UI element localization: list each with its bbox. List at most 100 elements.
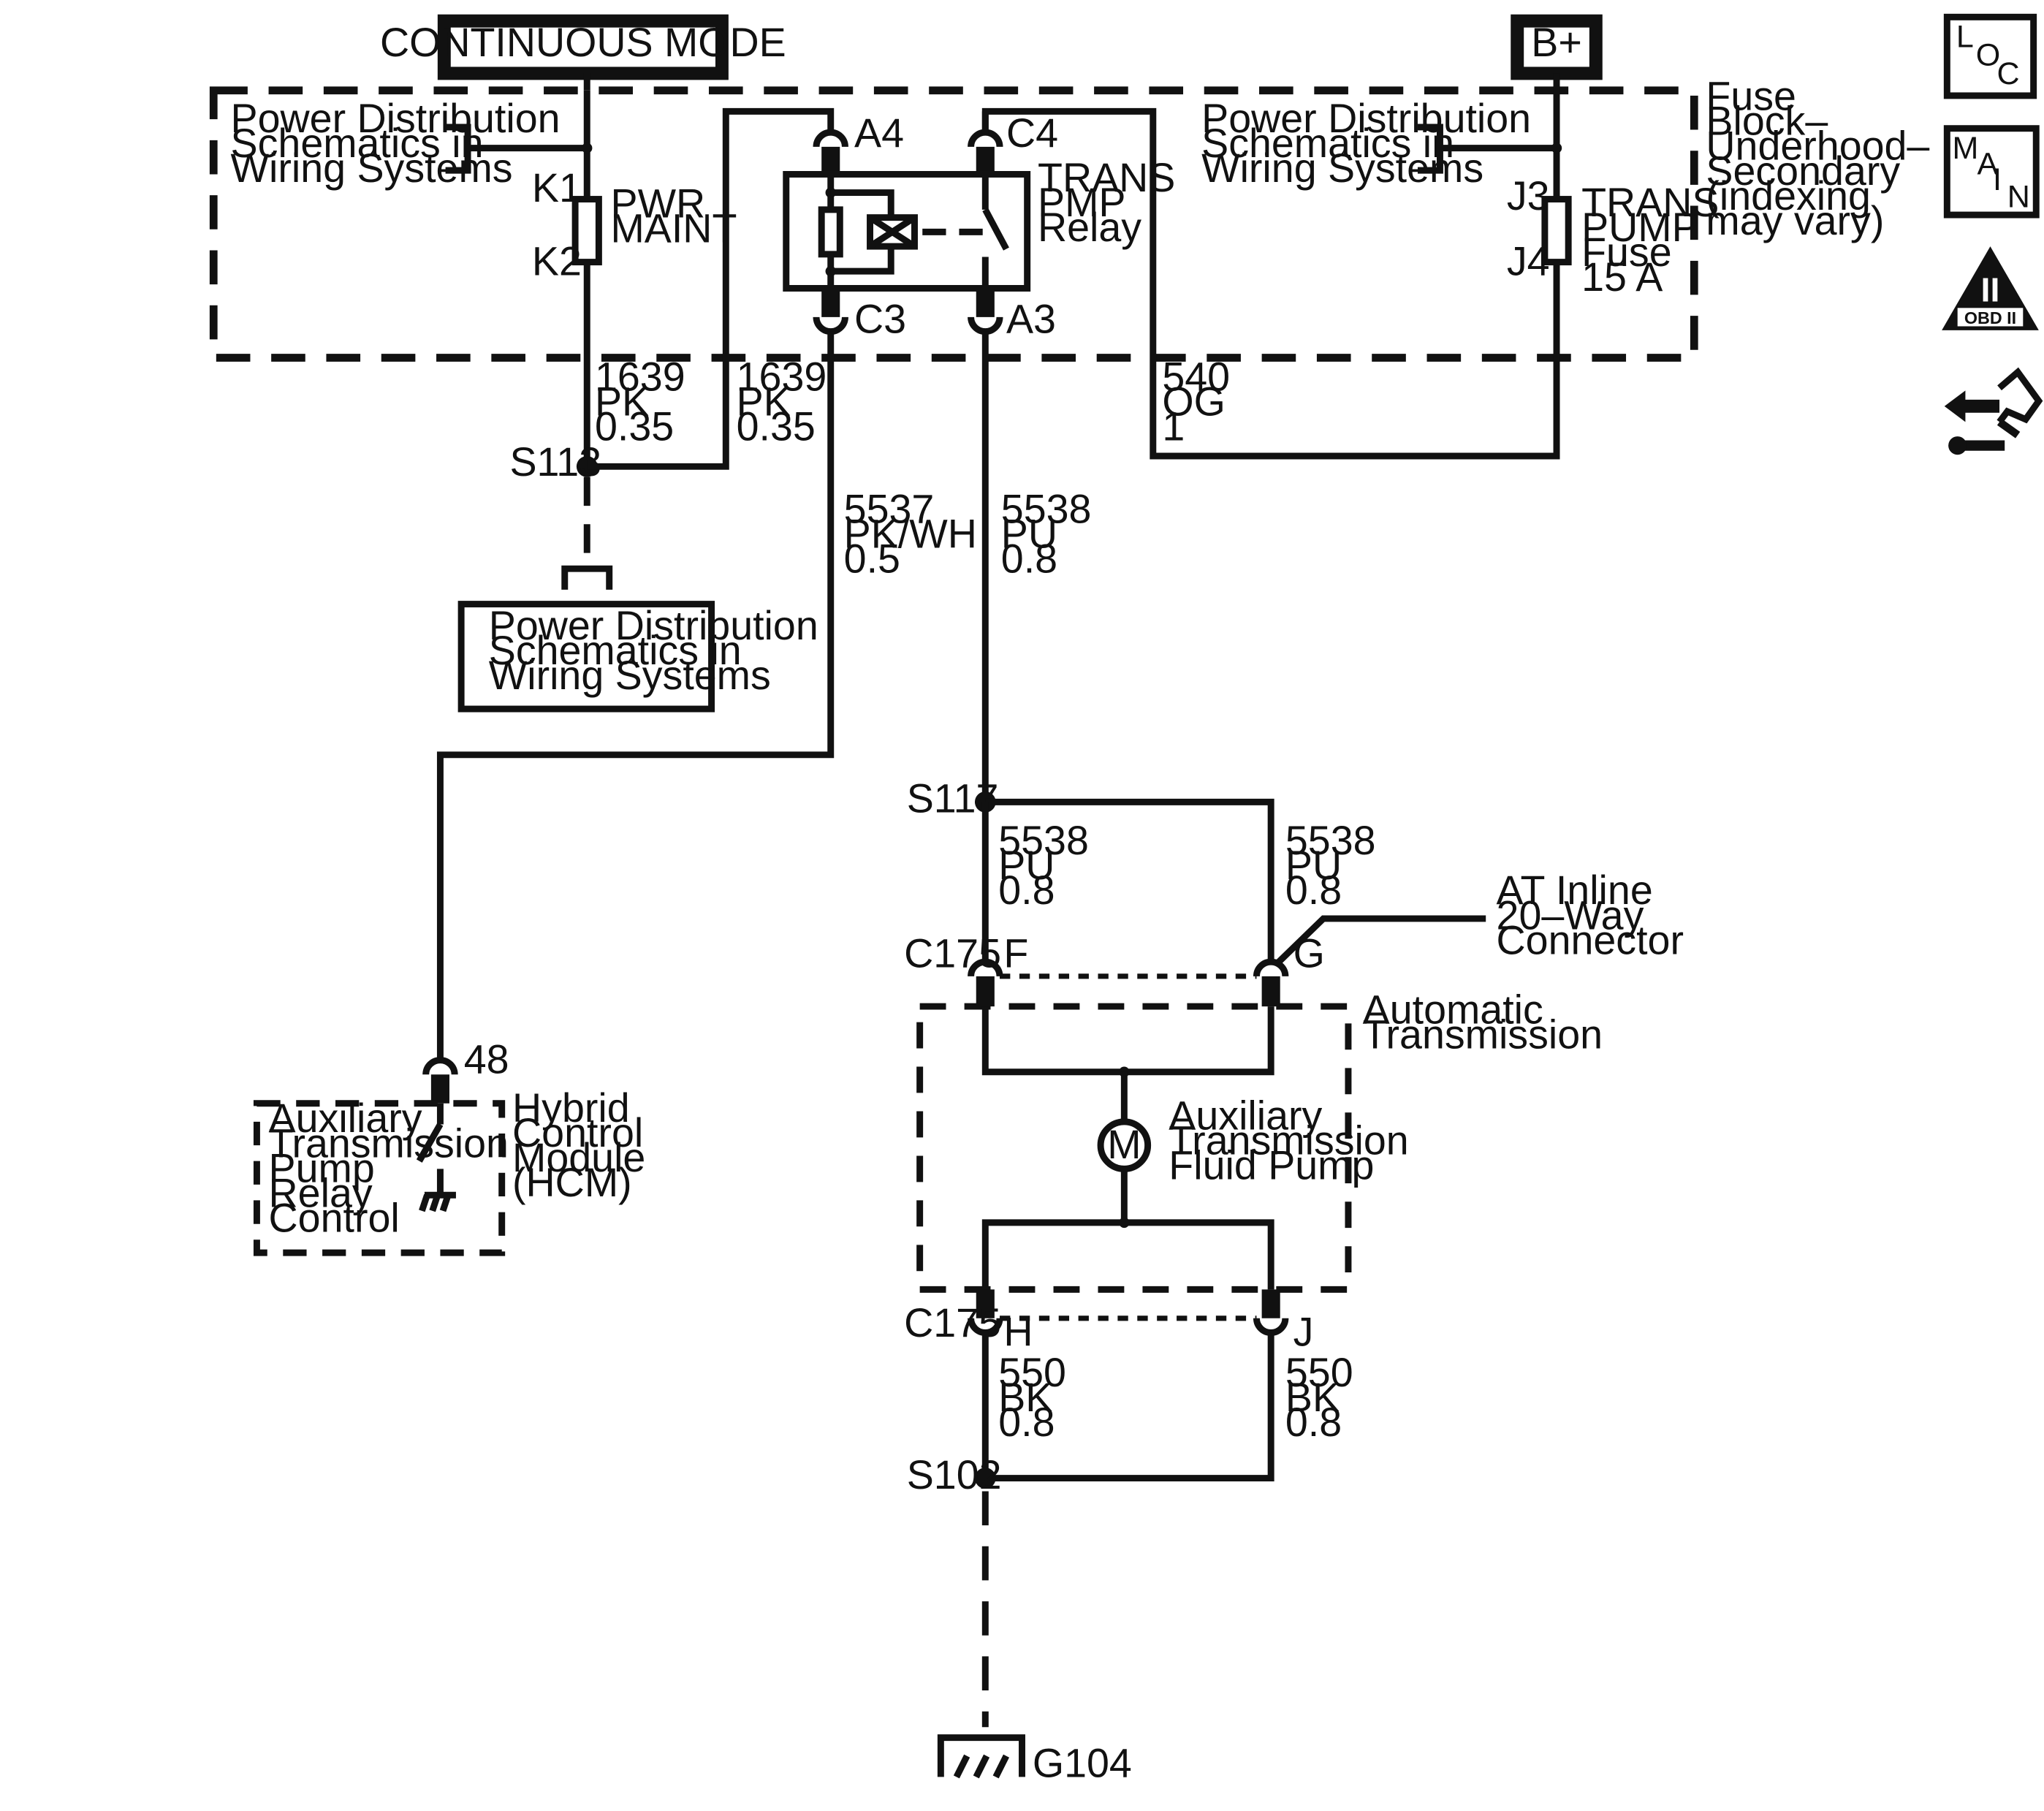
splice-s102[interactable]: S102 bbox=[907, 1452, 1002, 1497]
motor-symbol: M bbox=[1107, 1122, 1141, 1167]
fuse-label-line: 15 A bbox=[1581, 254, 1663, 300]
hybrid-control-module: 48 Auxiliary Transmission Pump Relay Con… bbox=[253, 1037, 645, 1256]
wire-5538-right-label: 5538 PU 0.8 bbox=[1285, 818, 1376, 913]
splice-s113[interactable]: S113 bbox=[509, 439, 601, 485]
svg-text:550: 550 bbox=[1285, 1350, 1353, 1395]
svg-text:550: 550 bbox=[998, 1350, 1066, 1395]
ref-line: Power Distribution bbox=[489, 603, 818, 648]
hcm-inner-label-line: Auxiliary bbox=[269, 1096, 422, 1141]
svg-text:1639: 1639 bbox=[737, 354, 827, 399]
connector-repair-icon[interactable] bbox=[1944, 367, 2043, 455]
fuse-block-outline bbox=[209, 86, 1698, 362]
ground-g104: G104 bbox=[937, 1734, 1132, 1785]
trans-pmp-relay: A4 C4 C3 A3 TRANS PMP Relay bbox=[783, 110, 1175, 341]
connector-c175-bottom[interactable]: C175 H J bbox=[904, 1289, 1313, 1354]
obd-ii-icon[interactable]: II OBD II bbox=[1942, 246, 2039, 330]
connector-c175-top[interactable]: C175 F G bbox=[904, 930, 1325, 1007]
auxiliary-pump-motor: M bbox=[1097, 1118, 1152, 1172]
trans-pump-fuse: J3 J4 TRANS PUMP Fuse 15 A bbox=[1507, 173, 1720, 300]
svg-text:A: A bbox=[1977, 146, 1999, 181]
ref-line: Schematics in bbox=[1201, 121, 1454, 166]
svg-text:PU: PU bbox=[1285, 843, 1342, 888]
fuse-label-line: PUMP bbox=[1581, 205, 1699, 250]
connector-pin-j: J bbox=[1293, 1309, 1314, 1354]
svg-text:PU: PU bbox=[1001, 511, 1057, 556]
fuse-label-line: PWR bbox=[611, 181, 706, 227]
relay-pin-c4: C4 bbox=[1006, 110, 1058, 156]
connector-pin-g: G bbox=[1293, 930, 1325, 976]
ref-line: Schematics in bbox=[489, 628, 742, 673]
svg-text:5538: 5538 bbox=[1285, 818, 1376, 863]
relay-label-line: Relay bbox=[1038, 205, 1141, 250]
relay-pin-c3: C3 bbox=[854, 296, 906, 341]
svg-text:PK: PK bbox=[737, 379, 791, 424]
fuse-terminal-k1: K1 bbox=[532, 165, 582, 210]
hcm-inner-label-line: Relay bbox=[269, 1170, 373, 1215]
svg-text:1: 1 bbox=[1162, 403, 1185, 449]
wire-5538-main-label: 5538 PU 0.8 bbox=[1001, 486, 1092, 581]
svg-text:Transmission: Transmission bbox=[1169, 1118, 1408, 1163]
svg-text:OG: OG bbox=[1162, 379, 1225, 424]
ref-line: Schematics in bbox=[231, 121, 484, 166]
connector-label: C175 bbox=[904, 930, 1001, 976]
svg-text:5538: 5538 bbox=[1001, 486, 1092, 531]
fuse-label-line: Fuse bbox=[1581, 229, 1672, 275]
fuse-block-label-line: Block– bbox=[1706, 99, 1828, 144]
svg-text:5538: 5538 bbox=[998, 818, 1089, 863]
hcm-inner-label-line: Transmission bbox=[269, 1120, 509, 1166]
wire-540-label: 540 OG 1 bbox=[1162, 354, 1230, 449]
svg-text:20–Way: 20–Way bbox=[1497, 892, 1644, 938]
automatic-transmission-label: Automatic Transmission bbox=[1363, 987, 1603, 1057]
connector-pin-h: H bbox=[1003, 1309, 1033, 1354]
svg-text:Automatic: Automatic bbox=[1363, 987, 1543, 1032]
hcm-module-label-line: Hybrid bbox=[512, 1085, 630, 1131]
continuous-mode-label: CONTINUOUS MODE bbox=[380, 20, 786, 65]
relay-pin-a4: A4 bbox=[854, 110, 904, 156]
svg-text:M: M bbox=[1952, 131, 1978, 166]
svg-text:Fluid Pump: Fluid Pump bbox=[1169, 1143, 1374, 1188]
wire-5537-label: 5537 PK/WH 0.5 bbox=[844, 486, 977, 581]
svg-text:Auxiliary: Auxiliary bbox=[1169, 1093, 1322, 1139]
loc-icon[interactable]: L O C bbox=[1943, 13, 2037, 99]
svg-text:540: 540 bbox=[1162, 354, 1230, 399]
hcm-pin-48: 48 bbox=[464, 1037, 509, 1082]
svg-text:0.35: 0.35 bbox=[595, 403, 674, 449]
svg-text:1639: 1639 bbox=[595, 354, 685, 399]
wire-1639-left-label: 1639 PK 0.35 bbox=[595, 354, 685, 449]
hcm-module-label-line: Module bbox=[512, 1135, 645, 1180]
hcm-inner-label-line: Pump bbox=[269, 1145, 375, 1191]
wire-550-left-label: 550 BK 0.8 bbox=[998, 1350, 1066, 1445]
svg-text:0.8: 0.8 bbox=[1001, 536, 1057, 582]
pwr-maint-fuse: K1 K2 PWR MAINT bbox=[532, 165, 737, 284]
svg-text:Transmission: Transmission bbox=[1363, 1011, 1603, 1057]
svg-text:0.5: 0.5 bbox=[844, 536, 900, 582]
connector-pin-f: F bbox=[1003, 930, 1028, 976]
main-icon[interactable]: M A I N bbox=[1943, 125, 2040, 219]
battery-box: B+ bbox=[1511, 14, 1603, 80]
svg-text:0.8: 0.8 bbox=[998, 867, 1055, 913]
fuse-block-label-line: (indexing bbox=[1706, 173, 1871, 219]
fuse-block-label-line: Underhood– bbox=[1706, 124, 1929, 169]
svg-text:C: C bbox=[1996, 56, 2019, 91]
svg-text:OBD II: OBD II bbox=[1964, 308, 2016, 327]
fuse-block-label: Fuse Block– Underhood– Secondary (indexi… bbox=[1706, 74, 1929, 243]
fuse-block-label-line: Secondary bbox=[1706, 148, 1900, 194]
svg-text:0.8: 0.8 bbox=[1285, 867, 1342, 913]
battery-label: B+ bbox=[1531, 20, 1582, 65]
wire-550-right-label: 550 BK 0.8 bbox=[1285, 1350, 1353, 1445]
svg-text:AT Inline: AT Inline bbox=[1497, 867, 1653, 913]
fuse-terminal-k2: K2 bbox=[532, 239, 582, 284]
power-distribution-ref-left[interactable]: Power Distribution Schematics in Wiring … bbox=[231, 96, 588, 191]
svg-text:O: O bbox=[1976, 38, 2000, 73]
power-distribution-ref-right[interactable]: Power Distribution Schematics in Wiring … bbox=[1201, 96, 1557, 191]
fuse-label-line: MAINT bbox=[611, 206, 737, 251]
svg-text:PK: PK bbox=[595, 379, 649, 424]
power-distribution-ref-lower[interactable]: Power Distribution Schematics in Wiring … bbox=[457, 601, 818, 713]
svg-text:5537: 5537 bbox=[844, 486, 935, 531]
auxiliary-pump-label: Auxiliary Transmission Fluid Pump bbox=[1169, 1093, 1408, 1188]
svg-text:II: II bbox=[1981, 270, 2000, 308]
hcm-module-label-line: (HCM) bbox=[512, 1160, 632, 1205]
svg-text:I: I bbox=[1993, 162, 2002, 197]
ground-label: G104 bbox=[1033, 1740, 1132, 1785]
